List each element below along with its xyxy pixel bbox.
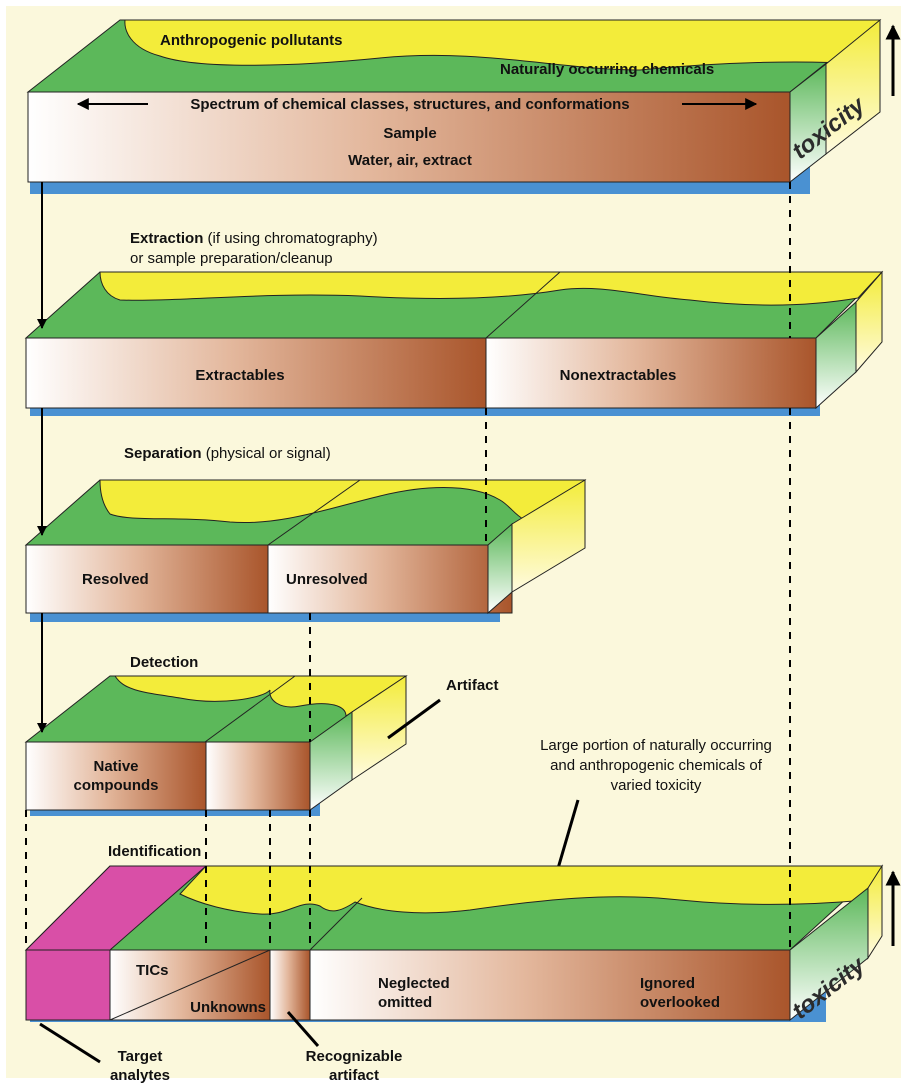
separation-block	[24, 479, 587, 622]
anthropogenic-label: Anthropogenic pollutants	[160, 32, 342, 49]
extraction-heading-line2: or sample preparation/cleanup	[130, 250, 333, 267]
target-label-line2: analytes	[110, 1067, 170, 1084]
extraction-top-yellow	[99, 271, 884, 306]
identification-block	[24, 864, 884, 1022]
identification-side-yellow	[867, 864, 883, 960]
detection-top-yellow	[114, 675, 408, 717]
native-label-line2: compounds	[74, 777, 159, 794]
identification-heading: Identification	[108, 843, 201, 860]
matrix-label: Water, air, extract	[348, 152, 472, 169]
tics-unknowns-diagonal	[109, 949, 271, 1021]
overlooked-label: overlooked	[640, 994, 720, 1011]
artifact-front	[205, 741, 311, 811]
tics-label: TICs	[136, 962, 169, 979]
extraction-heading-bold: Extraction	[130, 230, 203, 247]
extraction-heading-rest: (if using chromatography)	[203, 230, 377, 247]
recog-front	[269, 949, 311, 1021]
separation-heading-rest: (physical or signal)	[202, 445, 331, 462]
detection-heading: Detection	[130, 654, 198, 671]
separation-heading: Separation (physical or signal)	[124, 445, 331, 462]
separation-side-yellow	[511, 479, 586, 593]
artifact-pointer	[387, 698, 441, 740]
unresolved-label: Unresolved	[286, 571, 368, 588]
sample-side-yellow	[825, 18, 881, 156]
note-line2: and anthropogenic chemicals of	[550, 757, 763, 774]
identification-divider-top	[309, 897, 363, 951]
resolved-front	[25, 544, 269, 614]
native-front	[25, 741, 207, 811]
sample-block	[26, 18, 882, 194]
native-label-line1: Native	[93, 758, 138, 775]
resolved-label: Resolved	[82, 571, 149, 588]
extraction-block	[24, 270, 884, 416]
omitted-label: omitted	[378, 994, 432, 1011]
natural-label: Naturally occurring chemicals	[500, 61, 714, 78]
target-front	[25, 949, 111, 1021]
unknowns-label: Unknowns	[190, 999, 266, 1016]
neglected-label: Neglected	[378, 975, 450, 992]
sample-front	[27, 91, 791, 183]
target-pointer	[39, 1022, 101, 1064]
nonextractables-front	[485, 337, 817, 409]
sample-label: Sample	[383, 125, 436, 142]
extraction-divider-top	[485, 271, 561, 339]
extraction-side-yellow	[855, 270, 883, 374]
target-label-line1: Target	[118, 1048, 163, 1065]
note-line1: Large portion of naturally occurring	[540, 737, 772, 754]
neglected-front	[309, 949, 791, 1021]
separation-divider-top	[267, 479, 361, 546]
artifact-label: Artifact	[446, 677, 499, 694]
detection-side-yellow	[351, 675, 407, 781]
sample-top-yellow	[124, 19, 881, 71]
recog-label-line2: artifact	[329, 1067, 379, 1084]
identification-top-yellow	[179, 865, 883, 915]
recog-pointer	[286, 1011, 320, 1047]
unresolved-front	[267, 544, 513, 614]
ignored-label: Ignored	[640, 975, 695, 992]
nonextractables-label: Nonextractables	[560, 367, 677, 384]
extractables-front	[25, 337, 487, 409]
detection-divider-top	[204, 675, 296, 743]
extraction-heading: Extraction (if using chromatography)	[130, 230, 378, 247]
recog-label-line1: Recognizable	[306, 1048, 403, 1065]
note-line3: varied toxicity	[611, 777, 702, 794]
separation-heading-bold: Separation	[124, 445, 202, 462]
detection-block	[24, 675, 408, 816]
spectrum-label: Spectrum of chemical classes, structures…	[190, 96, 629, 113]
extractables-label: Extractables	[195, 367, 284, 384]
separation-top-yellow	[99, 479, 587, 524]
dashed-guides	[25, 182, 791, 950]
